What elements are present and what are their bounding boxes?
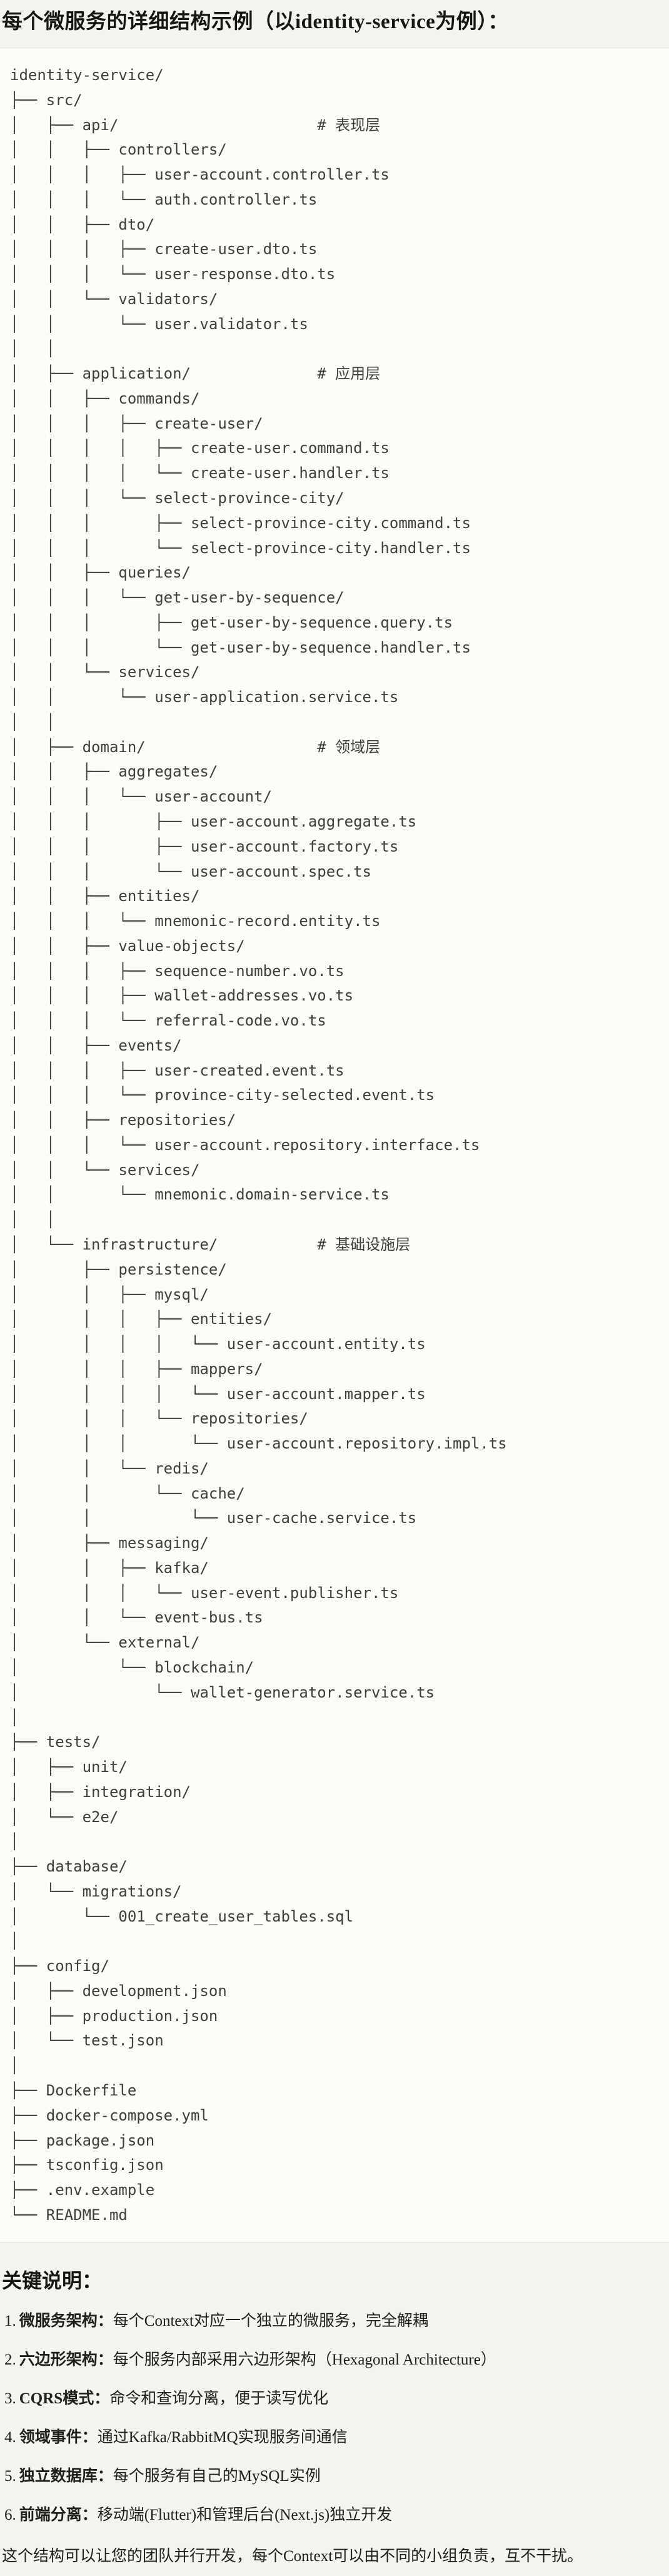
directory-tree-text: identity-service/ ├── src/ │ ├── api/ # …	[10, 66, 507, 2224]
key-notes-heading: 关键说明：	[2, 2269, 103, 2292]
list-item: 3.CQRS模式：命令和查询分离，便于读写优化	[2, 2388, 665, 2410]
list-item-label: 前端分离：	[19, 2506, 98, 2523]
list-item-label: 微服务架构：	[19, 2312, 113, 2329]
list-item-text: 每个Context对应一个独立的微服务，完全解耦	[113, 2312, 428, 2329]
list-item-number: 1.	[4, 2312, 16, 2329]
list-item-text: 移动端(Flutter)和管理后台(Next.js)独立开发	[97, 2506, 393, 2523]
list-item-text: 每个服务有自己的MySQL实例	[113, 2467, 321, 2485]
list-item-number: 5.	[4, 2467, 16, 2485]
page-title: 每个微服务的详细结构示例（以identity-service为例）：	[2, 11, 509, 33]
list-item: 1.微服务架构：每个Context对应一个独立的微服务，完全解耦	[2, 2310, 665, 2333]
list-item-number: 4.	[4, 2428, 16, 2446]
directory-tree-code-block: identity-service/ ├── src/ │ ├── api/ # …	[0, 48, 669, 2243]
closing-paragraph: 这个结构可以让您的团队并行开发，每个Context可以由不同的小组负责，互不干扰…	[2, 2547, 583, 2565]
key-notes-section: 关键说明： 1.微服务架构：每个Context对应一个独立的微服务，完全解耦 2…	[0, 2268, 669, 2568]
list-item: 5.独立数据库：每个服务有自己的MySQL实例	[2, 2465, 665, 2488]
list-item-label: CQRS模式：	[19, 2390, 110, 2407]
list-item-text: 命令和查询分离，便于读写优化	[109, 2390, 329, 2407]
list-item-number: 6.	[4, 2506, 16, 2523]
title-spacer	[0, 36, 669, 48]
list-item: 4.领域事件：通过Kafka/RabbitMQ实现服务间通信	[2, 2426, 665, 2449]
list-item-label: 六边形架构：	[19, 2351, 113, 2368]
list-item-number: 3.	[4, 2390, 16, 2407]
list-item-text: 每个服务内部采用六边形架构（Hexagonal Architecture）	[113, 2351, 496, 2368]
list-item-number: 2.	[4, 2351, 16, 2368]
list-item-label: 独立数据库：	[19, 2467, 113, 2485]
list-item: 6.前端分离：移动端(Flutter)和管理后台(Next.js)独立开发	[2, 2504, 665, 2527]
list-item-label: 领域事件：	[19, 2428, 98, 2446]
list-item: 2.六边形架构：每个服务内部采用六边形架构（Hexagonal Architec…	[2, 2349, 665, 2371]
list-item-text: 通过Kafka/RabbitMQ实现服务间通信	[97, 2428, 348, 2446]
